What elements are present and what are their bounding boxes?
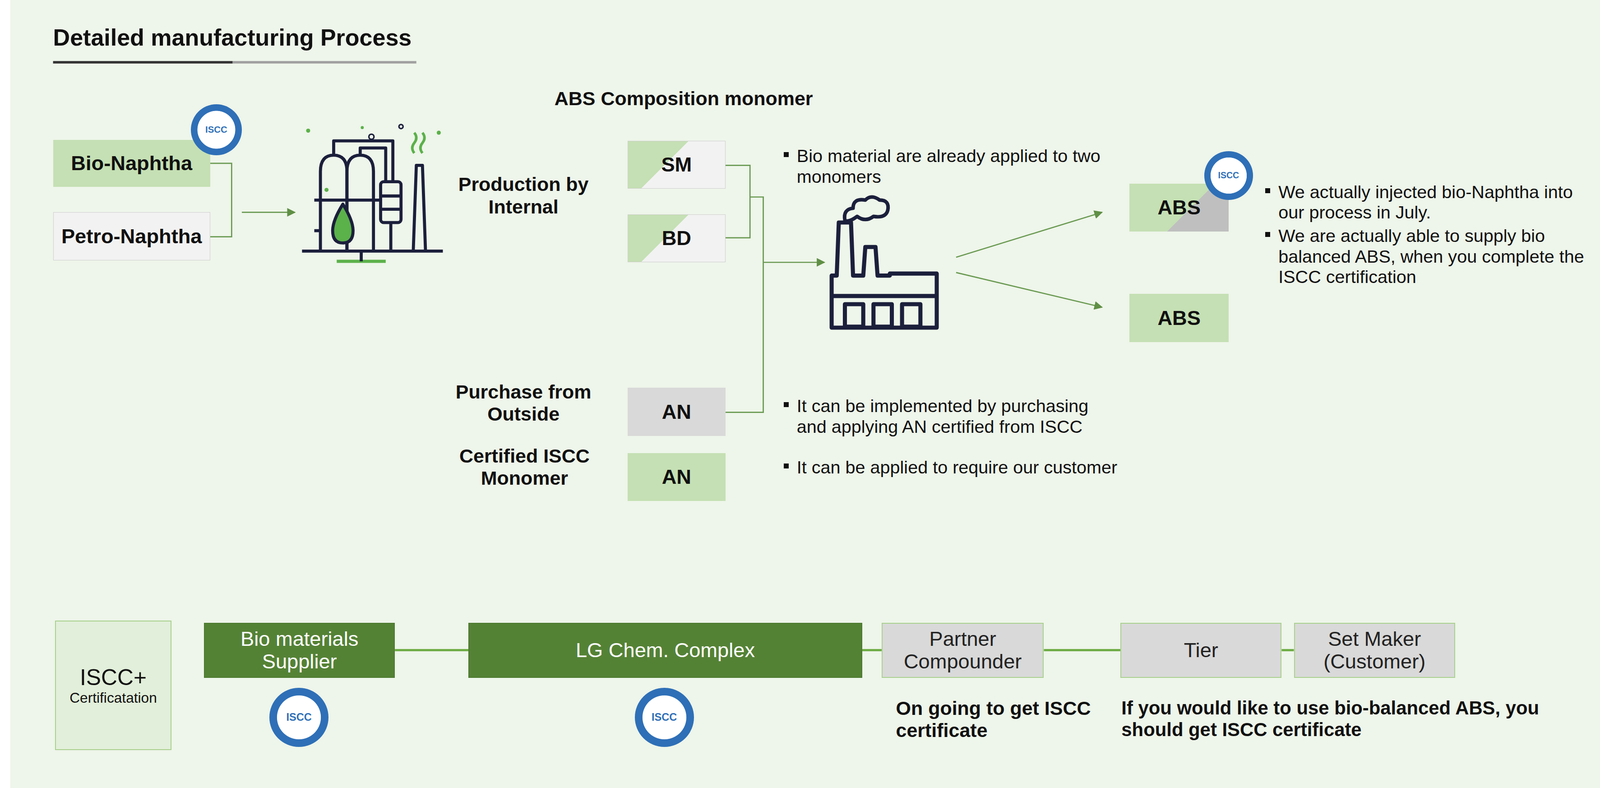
annotation-text: On going to get ISCC certificate [896, 697, 1106, 742]
factory-icon [831, 197, 937, 328]
monomer-box: AN [627, 387, 726, 436]
node-text: ABS [1157, 196, 1201, 219]
bullet-item: Bio material are already applied to two … [783, 145, 1121, 187]
bullet-mark [783, 152, 789, 158]
iscc-logo: ISCC [190, 104, 242, 156]
chain-connector [1043, 648, 1121, 652]
chain-connector [1281, 648, 1294, 652]
node-text: Tier [1183, 638, 1219, 662]
bullet-text: It can be applied to require our custome… [796, 457, 1118, 478]
annotation-text: Certified ISCC Monomer [432, 444, 617, 490]
bullet-mark [783, 402, 789, 407]
node-text: Certificatation [69, 689, 158, 706]
chain-box: Set Maker (Customer) [1294, 622, 1456, 678]
annotation-text: ABS Composition monomer [550, 87, 817, 110]
annotation-text: Purchase from Outside [436, 380, 611, 426]
chain-box: Tier [1120, 622, 1282, 678]
bullet-text: It can be implemented by purchasing and … [796, 395, 1121, 437]
diagram-title: Detailed manufacturing Process [53, 24, 412, 52]
chain-connector [394, 648, 469, 652]
bullet-item: It can be applied to require our custome… [783, 457, 1121, 478]
feedstock-box: Bio-Naphtha [53, 139, 211, 187]
chain-box: Partner Compounder [881, 622, 1045, 678]
logo-text: ISCC [203, 124, 229, 135]
certification-box: ISCC+Certificatation [55, 620, 172, 750]
annotation-text: Production by Internal [436, 173, 611, 218]
node-text: BD [661, 226, 692, 250]
node-text: Petro-Naphtha [61, 225, 203, 248]
logo-text: ISCC [1216, 171, 1241, 181]
monomer-box: BD [627, 214, 726, 263]
node-text: ABS [1157, 306, 1201, 330]
iscc-logo: ISCC [634, 687, 694, 747]
flow-lines [210, 163, 1103, 413]
bullet-item: We actually injected bio-Naphtha into ou… [1265, 181, 1590, 223]
feedstock-box: Petro-Naphtha [53, 212, 211, 260]
annotation-text: If you would like to use bio-balanced AB… [1121, 697, 1586, 741]
chain-connector [862, 648, 882, 652]
bullet-text: Bio material are already applied to two … [796, 145, 1121, 187]
iscc-logo: ISCC [269, 687, 329, 747]
node-text: LG Chem. Complex [575, 638, 755, 662]
bullet-mark [1265, 188, 1271, 194]
title-underline [53, 61, 417, 63]
product-box: ABS [1129, 293, 1229, 342]
node-text: SM [661, 153, 692, 176]
refinery-icon [301, 124, 443, 262]
bullet-text: We actually injected bio-Naphtha into ou… [1278, 181, 1590, 223]
node-text: Set Maker (Customer) [1300, 627, 1449, 673]
bullet-mark [1265, 231, 1271, 237]
chain-box: LG Chem. Complex [468, 622, 863, 678]
node-text: Bio-Naphtha [70, 152, 193, 175]
bullet-mark [783, 463, 789, 469]
node-text: AN [661, 400, 692, 424]
node-text: Partner Compounder [887, 627, 1038, 673]
logo-text: ISCC [284, 712, 313, 723]
monomer-box: SM [627, 140, 726, 189]
node-text: AN [661, 465, 692, 489]
bullet-item: We are actually able to supply bio balan… [1265, 225, 1590, 288]
node-text: ISCC+ [79, 665, 147, 690]
background-panel [10, 0, 1600, 788]
logo-text: ISCC [650, 712, 679, 723]
bullet-item: It can be implemented by purchasing and … [783, 395, 1121, 437]
monomer-box: AN [627, 453, 726, 501]
bullet-text: We are actually able to supply bio balan… [1278, 225, 1590, 288]
iscc-logo: ISCC [1204, 151, 1254, 201]
chain-box: Bio materials Supplier [203, 622, 395, 678]
node-text: Bio materials Supplier [210, 627, 389, 673]
